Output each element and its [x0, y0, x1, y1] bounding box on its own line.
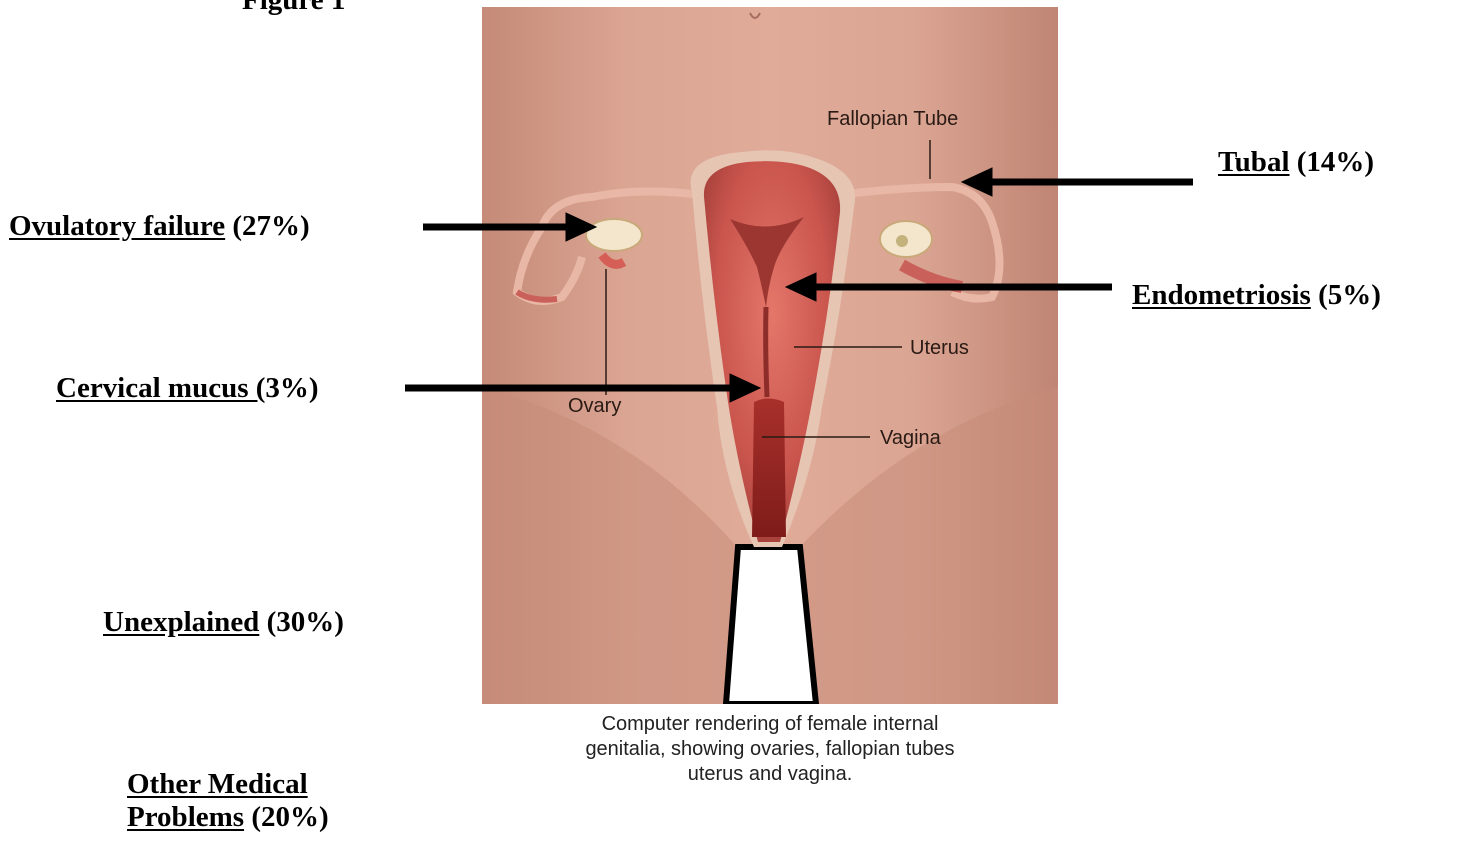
cause-name: Ovulatory failure — [9, 210, 225, 242]
cause-percent: (27%) — [232, 210, 309, 242]
anatomy-rendering: Fallopian Tube Uterus Ovary Vagina — [482, 7, 1058, 704]
cause-cervical-label: Cervical mucus (3%) — [56, 372, 319, 405]
cause-name: Endometriosis — [1132, 279, 1311, 311]
anatomy-illustration: Fallopian Tube Uterus Ovary Vagina — [482, 7, 1058, 704]
vagina — [752, 399, 786, 538]
caption-line: Computer rendering of female internal — [482, 712, 1058, 737]
vagina-label: Vagina — [880, 427, 942, 449]
cause-name: Other Medical — [127, 768, 308, 800]
figure-caption: Computer rendering of female internal ge… — [482, 712, 1058, 787]
cause-ovulatory-label: Ovulatory failure (27%) — [9, 210, 310, 243]
cause-unexplained-label: Unexplained (30%) — [103, 606, 344, 639]
ovary-label: Ovary — [568, 395, 621, 417]
cause-percent: (14%) — [1297, 146, 1374, 178]
cause-name: Unexplained — [103, 606, 259, 638]
fallopian-tube-label: Fallopian Tube — [827, 108, 958, 130]
cause-percent: (30%) — [267, 606, 344, 638]
figure-title: Figure 1 — [242, 0, 345, 15]
cause-tubal-label: Tubal (14%) — [1218, 146, 1374, 179]
caption-line: uterus and vagina. — [482, 762, 1058, 787]
cause-name: Cervical mucus ( — [56, 372, 265, 404]
uterus-label: Uterus — [910, 337, 969, 359]
cause-percent: 3%) — [265, 372, 318, 404]
cause-name: Tubal — [1218, 146, 1290, 178]
cause-other-label: Other Medical Problems (20%) — [127, 768, 329, 835]
cause-name: Problems — [127, 801, 244, 833]
caption-line: genitalia, showing ovaries, fallopian tu… — [482, 737, 1058, 762]
left-ovary — [586, 219, 642, 251]
cause-percent: (5%) — [1318, 279, 1381, 311]
cause-percent: (20%) — [251, 801, 328, 833]
leg-gap — [726, 547, 816, 704]
cause-endometriosis-label: Endometriosis (5%) — [1132, 279, 1381, 312]
